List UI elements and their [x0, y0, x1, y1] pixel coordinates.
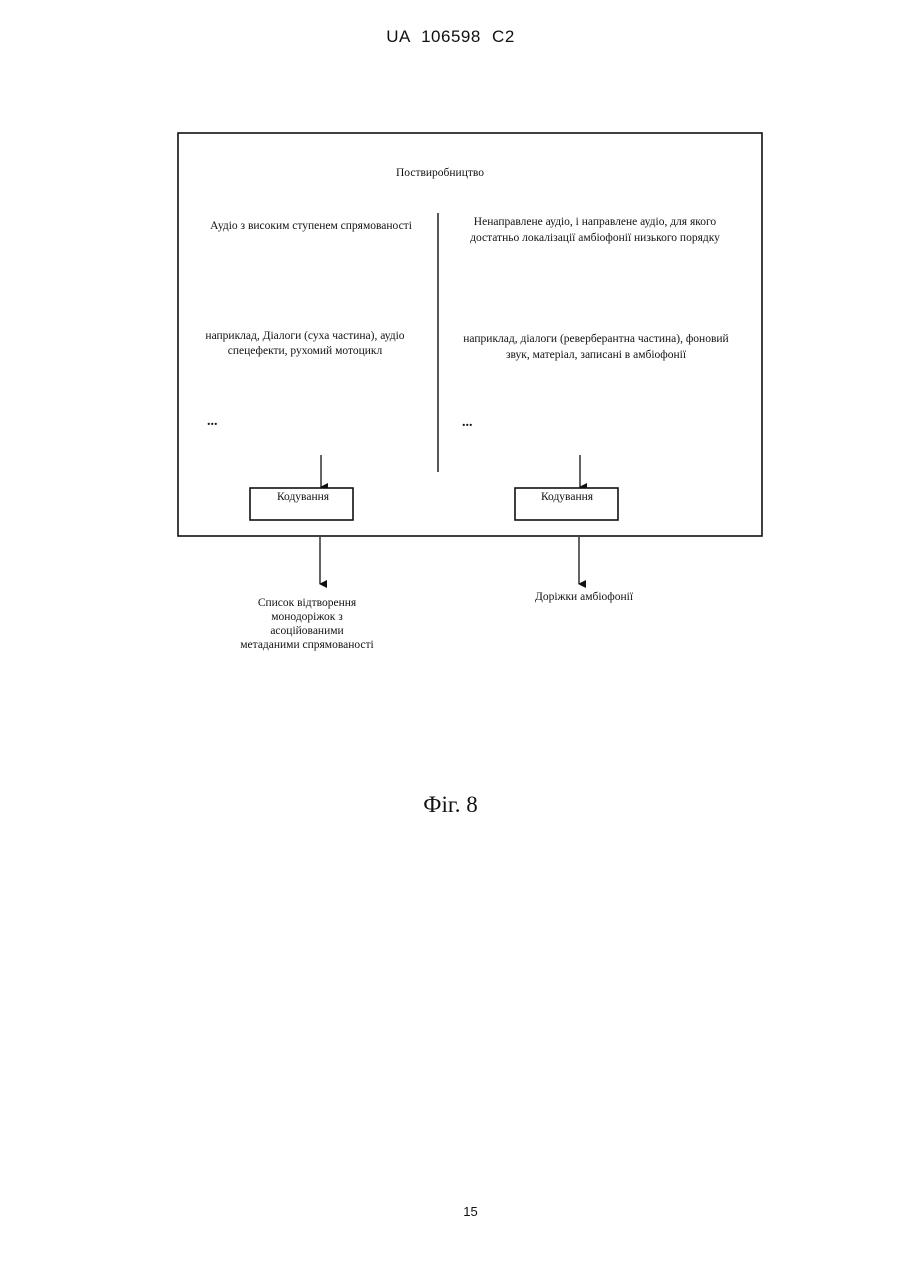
left-example-line-1: наприклад, Діалоги (суха частина), аудіо	[205, 330, 404, 342]
left-example-line-2: спецефекти, рухомий мотоцикл	[228, 345, 383, 357]
left-output-line-3: асоційованими	[270, 625, 343, 637]
left-output-line-2: монодоріжок з	[271, 611, 343, 623]
postproduction-title: Поствиробництво	[396, 167, 484, 179]
right-example-line-2: звук, матеріал, записані в амбіофонії	[506, 349, 687, 361]
left-encoding-label: Кодування	[277, 491, 330, 503]
left-output-line-1: Список відтворення	[258, 597, 357, 609]
page-number: 15	[0, 1204, 901, 1219]
left-output-line-4: метаданими спрямованості	[240, 639, 373, 651]
left-ellipsis: ...	[207, 414, 218, 429]
right-heading-line-2: достатньо локалізації амбіофонії низьког…	[470, 232, 720, 244]
right-example-line-1: наприклад, діалоги (реверберантна частин…	[463, 333, 728, 345]
right-heading-line-1: Ненаправлене аудіо, і направлене аудіо, …	[474, 216, 717, 228]
left-heading: Аудіо з високим ступенем спрямованості	[210, 220, 412, 232]
right-encoding-label: Кодування	[541, 491, 594, 503]
right-ellipsis: ...	[462, 415, 473, 430]
postproduction-diagram: Поствиробництво Аудіо з високим ступенем…	[0, 0, 901, 700]
right-output-label: Доріжки амбіофонії	[535, 591, 634, 603]
figure-caption: Фіг. 8	[0, 792, 901, 818]
